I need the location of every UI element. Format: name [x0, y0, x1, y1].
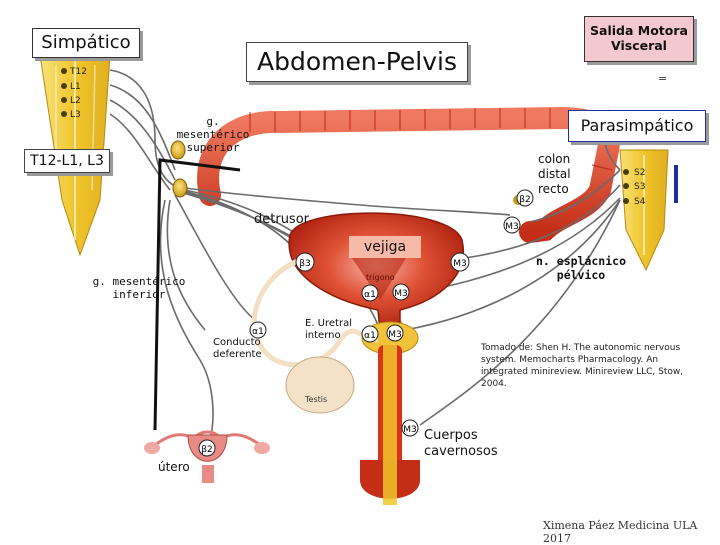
salida-motora-title: Salida Motora Visceral [590, 23, 688, 53]
svg-text:α1: α1 [252, 327, 264, 337]
svg-text:α1: α1 [364, 290, 376, 300]
receptor-b2-utero: β2 [198, 439, 216, 457]
svg-text:β2: β2 [201, 445, 212, 455]
svg-text:β2: β2 [519, 195, 530, 205]
spine-left-labels: T12 L1 L2 L3 [69, 67, 87, 120]
colon-label: colon distal recto [538, 152, 571, 196]
svg-text:M3: M3 [453, 259, 467, 269]
urethra-penis-illustration [360, 321, 420, 505]
segment-box: T12-L1, L3 [24, 149, 110, 173]
receptor-b2-colon: β2 [516, 189, 534, 207]
spine-label-s2: S2 [634, 168, 645, 178]
receptor-m3-uretral: M3 [386, 324, 404, 342]
svg-text:β3: β3 [299, 259, 310, 269]
parasimpatico-title: Parasimpático [580, 116, 694, 135]
svg-text:M3: M3 [403, 425, 417, 435]
abdomen-pelvis-title: Abdomen-Pelvis [256, 47, 457, 76]
receptor-a1-trigono: α1 [361, 284, 379, 302]
simpatico-title: Simpático [41, 32, 131, 53]
segment-box-label: T12-L1, L3 [30, 153, 104, 169]
receptor-m3-bladder: M3 [450, 252, 470, 272]
svg-text:M3: M3 [505, 222, 519, 232]
g-mesenterico-superior-label: g. mesentérico superior [176, 115, 250, 154]
citation-text: Tomado de: Shen H. The autonomic nervous… [481, 343, 684, 389]
svg-text:M3: M3 [394, 289, 408, 299]
abdomen-pelvis-title-box: Abdomen-Pelvis [246, 42, 468, 82]
receptor-m3-cavernosos: M3 [401, 419, 419, 437]
receptor-sites: M3 β2 β3 M3 α1 M3 α1 α1 M3 M3 β2 [198, 189, 534, 457]
equals-mark: = [658, 72, 668, 85]
bladder-illustration [288, 212, 465, 331]
receptor-m3-colon: M3 [503, 216, 521, 234]
conducto-deferente-label: Conducto deferente [213, 337, 262, 360]
detrusor-label: detrusor [254, 212, 310, 227]
svg-text:M3: M3 [388, 330, 402, 340]
svg-text:α1: α1 [364, 331, 376, 341]
g-mesenterico-inferior-ganglion [172, 178, 188, 198]
spine-label-l3: L3 [70, 110, 81, 120]
salida-motora-box: Salida Motora Visceral [584, 16, 694, 62]
e-uretral-label: E. Uretral interno [305, 318, 352, 341]
vejiga-label: vejiga [349, 236, 421, 258]
testis-label: Testis [305, 395, 328, 404]
credit-text: Ximena Páez Medicina ULA 2017 [543, 519, 698, 545]
projection-arrow [153, 158, 241, 431]
g-mesenterico-superior-ganglion [170, 140, 186, 160]
spine-label-l2: L2 [70, 96, 81, 106]
receptor-m3-trigono: M3 [392, 283, 410, 301]
vas-deferens-testis [251, 257, 379, 414]
spine-label-t12: T12 [69, 67, 87, 77]
utero-label: útero [158, 460, 190, 474]
g-mesenterico-inferior-label: g. mesentérico inferior [92, 275, 186, 301]
parasimpatico-title-box: Parasimpático [568, 110, 706, 142]
receptor-b3-detrusor: β3 [295, 252, 315, 272]
trigono-label: trígono [366, 273, 395, 282]
spine-label-s4: S4 [634, 197, 646, 207]
n-esplacnico-label: n. esplácnico pélvico [536, 254, 627, 282]
spine-right-labels: S2 S3 S4 [634, 168, 646, 207]
receptor-a1-deferente: α1 [249, 321, 267, 339]
cuerpos-cavernosos-label: Cuerpos cavernosos [424, 428, 498, 459]
simpatico-title-box: Simpático [32, 28, 140, 58]
right-spinal-cord [619, 149, 678, 272]
spine-label-s3: S3 [634, 182, 645, 192]
spine-label-l1: L1 [70, 82, 81, 92]
receptor-a1-uretral: α1 [361, 325, 379, 343]
